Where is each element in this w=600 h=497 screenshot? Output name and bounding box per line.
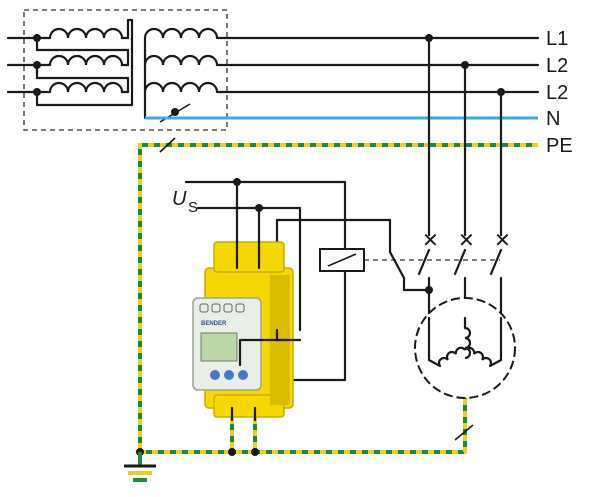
supply-label: U	[172, 188, 187, 210]
label-l2b: L2	[546, 82, 568, 104]
ground-icon	[124, 452, 156, 482]
label-l2a: L2	[546, 55, 568, 77]
contact-mark-3: ✕	[494, 230, 511, 252]
contactor: ✕ ✕ ✕	[417, 36, 511, 320]
contact-mark-2: ✕	[458, 230, 475, 252]
transformer-primary	[6, 18, 134, 107]
label-pe: PE	[546, 135, 573, 157]
device-button-1[interactable]	[210, 370, 220, 380]
monitoring-device: BENDER	[192, 238, 302, 422]
motor	[414, 297, 516, 399]
transformer-secondary	[143, 27, 219, 123]
transformer-enclosure	[23, 9, 228, 131]
pe-conductor	[136, 137, 538, 456]
device-screen	[200, 332, 238, 362]
contact-mark-1: ✕	[422, 230, 439, 252]
supply-subscript: S	[188, 199, 198, 216]
supply-wires	[184, 178, 347, 382]
device-brand: BENDER	[201, 321, 227, 327]
label-n: N	[546, 108, 560, 130]
device-button-2[interactable]	[224, 370, 234, 380]
phase-lines	[145, 34, 540, 120]
label-l1: L1	[546, 28, 568, 50]
device-button-3[interactable]	[238, 370, 248, 380]
